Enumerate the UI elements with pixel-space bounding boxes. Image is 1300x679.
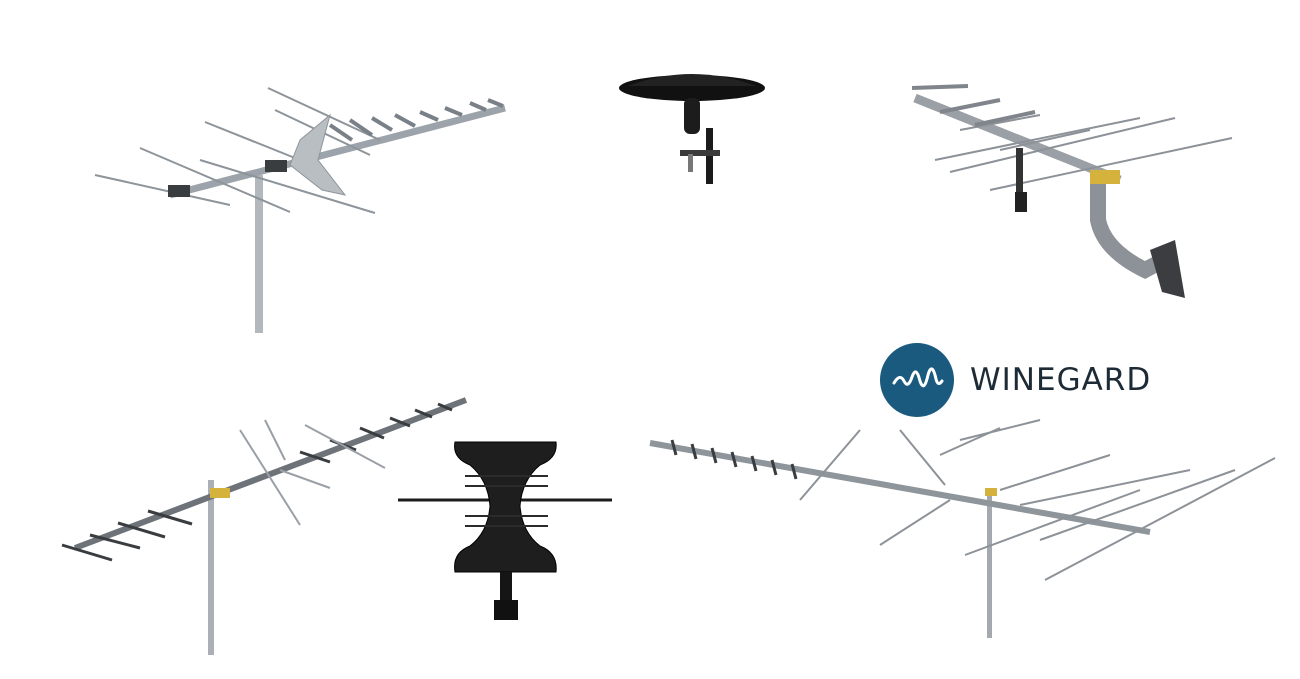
long-range-yagi-antenna <box>649 419 1276 638</box>
brand-name: WINEGARD <box>970 362 1152 398</box>
dome-antenna <box>619 74 765 184</box>
yagi-antenna-top-left <box>94 87 506 333</box>
yagi-antenna-wall-mount <box>911 84 1233 298</box>
yagi-antenna-bottom-left <box>61 397 468 655</box>
flat-panel-antenna <box>398 441 612 620</box>
winegard-wave-icon <box>880 343 954 417</box>
winegard-logo: WINEGARD <box>880 342 1151 418</box>
